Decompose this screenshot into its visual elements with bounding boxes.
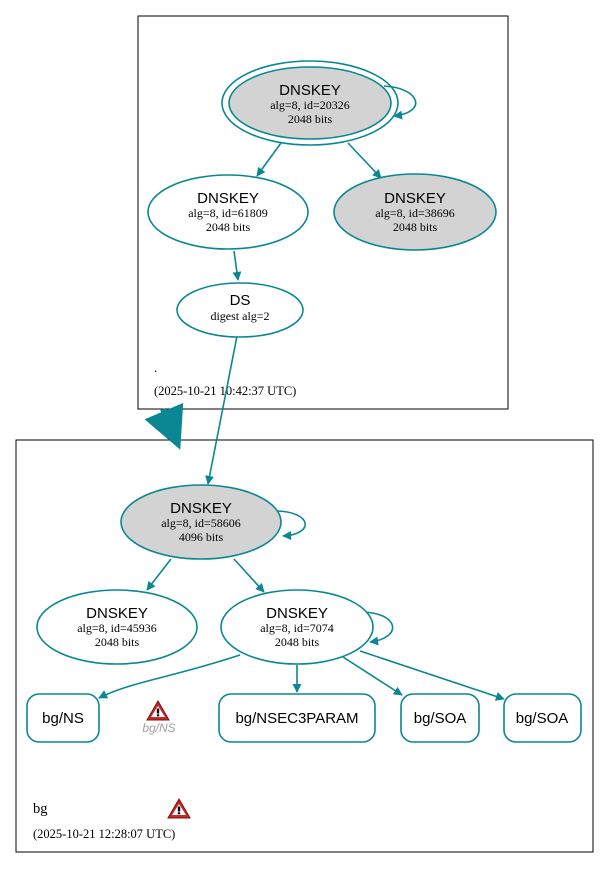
node-rrset-soa-2[interactable]: bg/SOA bbox=[503, 693, 582, 743]
node-bg-zsk-45936-detail: alg=8, id=45936 bbox=[77, 621, 157, 635]
edge-zsk-to-soa-2 bbox=[359, 650, 505, 701]
edge-bg-zsk-self bbox=[363, 611, 394, 646]
ns-warning-label: bg/NS bbox=[142, 721, 175, 735]
node-root-zsk-bits: 2048 bits bbox=[206, 220, 251, 234]
zone-bg-name: bg bbox=[33, 801, 48, 817]
zone-bg-timestamp: (2025-10-21 12:28:07 UTC) bbox=[33, 827, 175, 841]
edge-bg-ksk-to-zsk-45936 bbox=[146, 558, 172, 591]
zone-root-name: . bbox=[154, 360, 157, 375]
node-bg-ksk[interactable]: DNSKEY alg=8, id=58606 4096 bits bbox=[120, 484, 282, 560]
edge-root-ksk-to-standby bbox=[347, 142, 382, 179]
zone-bg-border bbox=[15, 439, 594, 853]
node-root-standby-title: DNSKEY bbox=[384, 190, 446, 207]
node-bg-zsk-45936[interactable]: DNSKEY alg=8, id=45936 2048 bits bbox=[36, 589, 198, 665]
zone-root-timestamp: (2025-10-21 10:42:37 UTC) bbox=[154, 384, 296, 398]
node-bg-ksk-detail: alg=8, id=58606 bbox=[161, 516, 241, 530]
node-root-ksk-bits: 2048 bits bbox=[288, 112, 333, 126]
edge-bg-ksk-self bbox=[276, 510, 306, 540]
node-bg-zsk-7074-detail: alg=8, id=7074 bbox=[260, 621, 334, 635]
node-root-ksk-detail: alg=8, id=20326 bbox=[270, 98, 350, 112]
node-rrset-ns[interactable]: bg/NS bbox=[26, 693, 100, 743]
node-rrset-nsec3param-label: bg/NSEC3PARAM bbox=[235, 710, 358, 727]
node-bg-ksk-title: DNSKEY bbox=[170, 500, 232, 517]
node-rrset-soa-1-label: bg/SOA bbox=[414, 710, 467, 727]
delegation-arrow bbox=[144, 402, 184, 450]
node-bg-zsk-7074[interactable]: DNSKEY alg=8, id=7074 2048 bits bbox=[220, 589, 374, 665]
edge-root-ksk-self bbox=[383, 85, 417, 120]
node-bg-zsk-45936-bits: 2048 bits bbox=[95, 635, 140, 649]
node-rrset-nsec3param[interactable]: bg/NSEC3PARAM bbox=[218, 693, 376, 743]
node-bg-zsk-45936-title: DNSKEY bbox=[86, 605, 148, 622]
node-root-zsk-title: DNSKEY bbox=[197, 190, 259, 207]
edge-ds-to-bg-ksk bbox=[205, 335, 238, 485]
node-rrset-soa-2-label: bg/SOA bbox=[516, 710, 569, 727]
zone-root-border bbox=[137, 15, 509, 410]
zone-root: . (2025-10-21 10:42:37 UTC) bbox=[137, 15, 509, 410]
node-bg-zsk-7074-title: DNSKEY bbox=[266, 605, 328, 622]
zone-bg: bg (2025-10-21 12:28:07 UTC) bbox=[15, 439, 594, 853]
warning-triangle-icon bbox=[146, 700, 170, 721]
edges bbox=[98, 85, 505, 701]
node-root-standby-bits: 2048 bits bbox=[393, 220, 438, 234]
edge-zsk-to-ns bbox=[98, 654, 241, 699]
node-root-zsk[interactable]: DNSKEY alg=8, id=61809 2048 bits bbox=[147, 174, 309, 250]
ns-warning: bg/NS bbox=[142, 700, 176, 735]
node-root-zsk-detail: alg=8, id=61809 bbox=[188, 206, 268, 220]
node-root-ksk-title: DNSKEY bbox=[279, 82, 341, 99]
edge-root-ksk-to-zsk bbox=[256, 142, 282, 177]
node-bg-zsk-7074-bits: 2048 bits bbox=[275, 635, 320, 649]
node-root-ds-title: DS bbox=[230, 292, 251, 309]
node-root-ksk[interactable]: DNSKEY alg=8, id=20326 2048 bits bbox=[221, 60, 399, 146]
node-root-ds-detail: digest alg=2 bbox=[210, 309, 269, 323]
node-root-standby[interactable]: DNSKEY alg=8, id=38696 2048 bits bbox=[333, 173, 497, 251]
edge-bg-ksk-to-zsk-7074 bbox=[233, 558, 265, 593]
edge-root-zsk-to-ds bbox=[232, 250, 242, 281]
node-root-ds[interactable]: DS digest alg=2 bbox=[176, 282, 304, 338]
node-rrset-soa-1[interactable]: bg/SOA bbox=[400, 693, 480, 743]
node-bg-ksk-bits: 4096 bits bbox=[179, 530, 224, 544]
node-rrset-ns-label: bg/NS bbox=[42, 710, 84, 727]
node-root-standby-detail: alg=8, id=38696 bbox=[375, 206, 455, 220]
edge-zsk-to-soa-1 bbox=[342, 656, 403, 696]
warning-triangle-icon bbox=[167, 798, 191, 819]
